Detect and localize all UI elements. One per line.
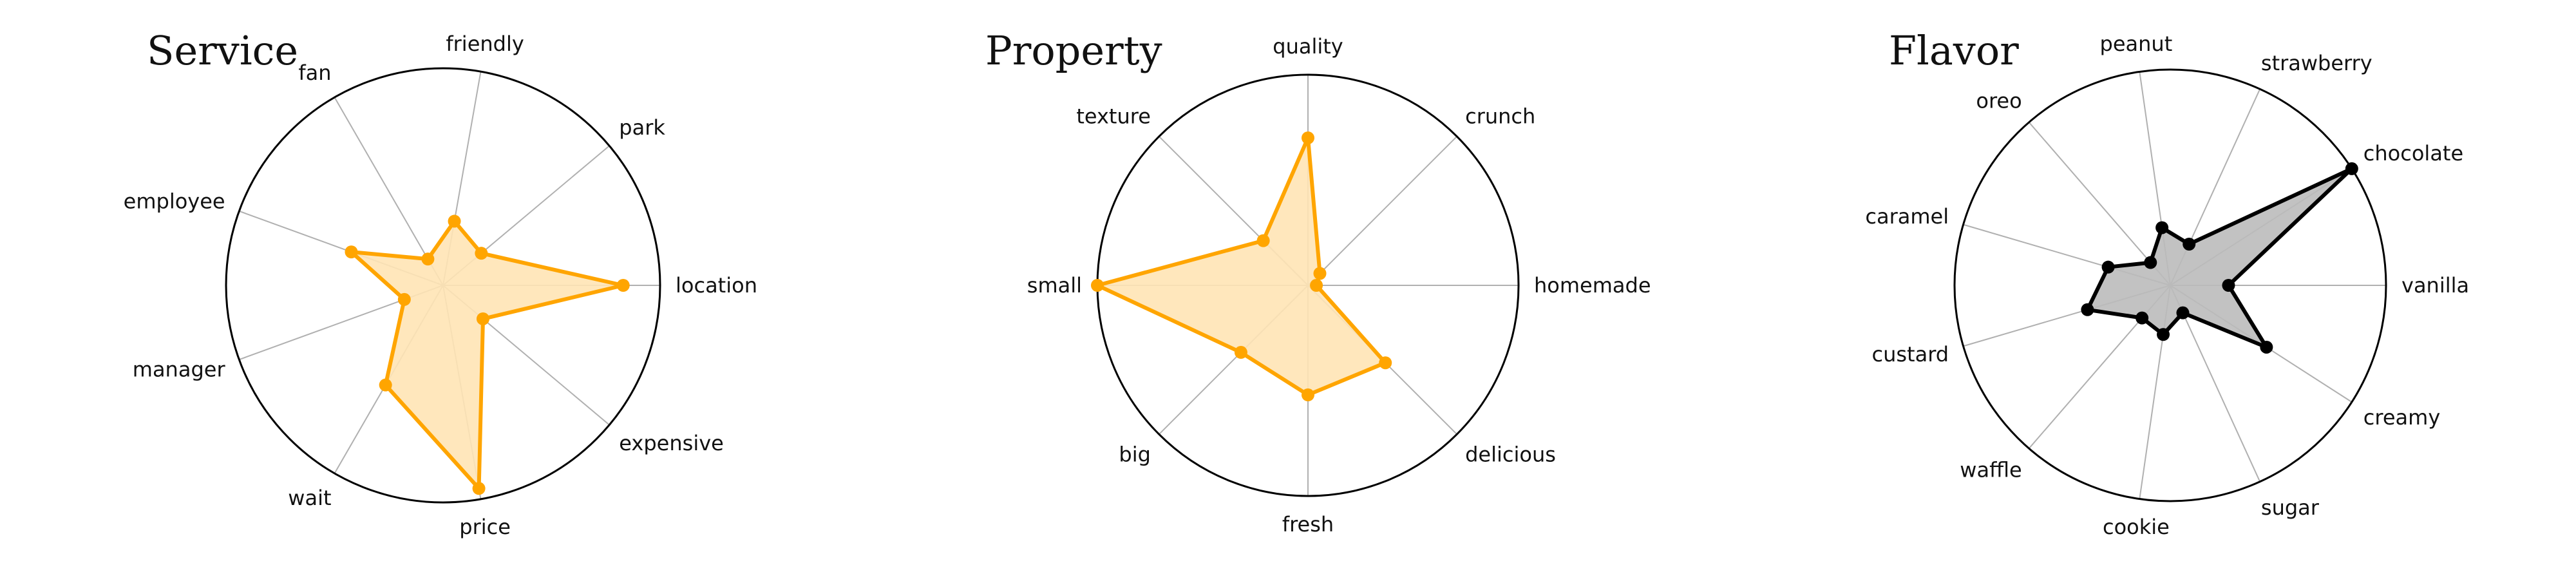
data-point-vanilla xyxy=(2222,279,2235,292)
radar-panel-flavor: vanilla chocolate strawberry peanut oreo cara… xyxy=(1717,0,2575,572)
axis-label-creamy: creamy xyxy=(2363,405,2440,430)
axis-label-park: park xyxy=(619,115,665,140)
axis-label-quality: quality xyxy=(1273,34,1343,59)
series-line xyxy=(349,219,625,491)
radar-panel-property: homemade crunch quality texture small big fres… xyxy=(858,0,1717,572)
axis-label-peanut: peanut xyxy=(2100,32,2173,56)
data-point-park xyxy=(475,247,488,260)
spoke-crunch xyxy=(1307,136,1457,286)
data-point-chocolate xyxy=(2345,162,2358,175)
axis-label-cookie: cookie xyxy=(2103,515,2170,539)
data-point-employee xyxy=(345,245,358,259)
axis-label-chocolate: chocolate xyxy=(2363,141,2463,166)
axis-label-fan: fan xyxy=(298,61,331,85)
data-point-peanut xyxy=(2155,221,2169,234)
axis-label-employee: employee xyxy=(124,189,225,214)
data-point-price xyxy=(472,482,486,495)
data-point-wait xyxy=(379,378,392,392)
data-point-delicious xyxy=(1379,356,1392,370)
data-point-custard xyxy=(2081,303,2094,316)
outer-circle xyxy=(225,67,661,504)
radar-chart-flavor: vanilla chocolate strawberry peanut oreo cara… xyxy=(1865,32,2469,539)
axis-label-expensive: expensive xyxy=(619,431,724,455)
series-line xyxy=(2085,166,2354,349)
chart-title-property: Property xyxy=(985,27,1162,74)
chart-title-service: Service xyxy=(147,27,299,74)
axis-label-waffle: waffle xyxy=(1960,457,2022,482)
axis-label-location: location xyxy=(676,273,757,298)
axis-label-strawberry: strawberry xyxy=(2261,51,2372,75)
axis-label-vanilla: vanilla xyxy=(2401,273,2469,298)
data-point-oreo xyxy=(2144,256,2157,269)
chart-title-flavor: Flavor xyxy=(1889,27,2019,74)
axis-label-small: small xyxy=(1027,273,1082,298)
data-point-texture xyxy=(1256,234,1270,247)
axis-label-custard: custard xyxy=(1871,342,1949,367)
data-point-crunch xyxy=(1313,267,1327,280)
data-point-fan xyxy=(421,253,435,266)
data-point-friendly xyxy=(448,214,461,228)
axis-label-caramel: caramel xyxy=(1865,204,1949,229)
data-point-strawberry xyxy=(2183,238,2196,251)
data-point-expensive xyxy=(476,312,489,325)
axis-label-wait: wait xyxy=(288,486,331,510)
data-point-fresh xyxy=(1302,388,1314,402)
data-point-sugar xyxy=(2176,306,2190,319)
radar-chart-service: location park friendly fan employee manager wa… xyxy=(124,32,757,539)
axis-label-friendly: friendly xyxy=(446,32,524,56)
data-point-caramel xyxy=(2101,260,2115,274)
outer-circle xyxy=(1953,68,2387,502)
axis-label-oreo: oreo xyxy=(1976,89,2022,113)
data-point-manager xyxy=(397,292,411,306)
data-point-homemade xyxy=(1310,279,1323,292)
radar-panel-service: location park friendly fan employee manager wa… xyxy=(0,0,858,572)
radar-chart-property: homemade crunch quality texture small big fres… xyxy=(1027,34,1651,537)
data-point-cookie xyxy=(2157,328,2170,341)
axis-label-price: price xyxy=(459,515,511,539)
axis-label-manager: manager xyxy=(133,357,226,381)
data-point-small xyxy=(1091,279,1104,292)
axis-label-sugar: sugar xyxy=(2261,495,2320,520)
data-point-waffle xyxy=(2136,311,2149,325)
axis-label-homemade: homemade xyxy=(1534,273,1651,298)
data-point-quality xyxy=(1302,131,1314,145)
series-area xyxy=(2087,168,2352,347)
axis-label-texture: texture xyxy=(1076,104,1151,129)
axis-label-big: big xyxy=(1119,442,1151,466)
axis-label-delicious: delicious xyxy=(1465,442,1556,466)
axis-label-crunch: crunch xyxy=(1465,104,1535,129)
data-point-location xyxy=(616,279,630,292)
data-point-creamy xyxy=(2260,340,2273,354)
data-point-big xyxy=(1234,346,1247,359)
axis-label-fresh: fresh xyxy=(1282,512,1334,537)
